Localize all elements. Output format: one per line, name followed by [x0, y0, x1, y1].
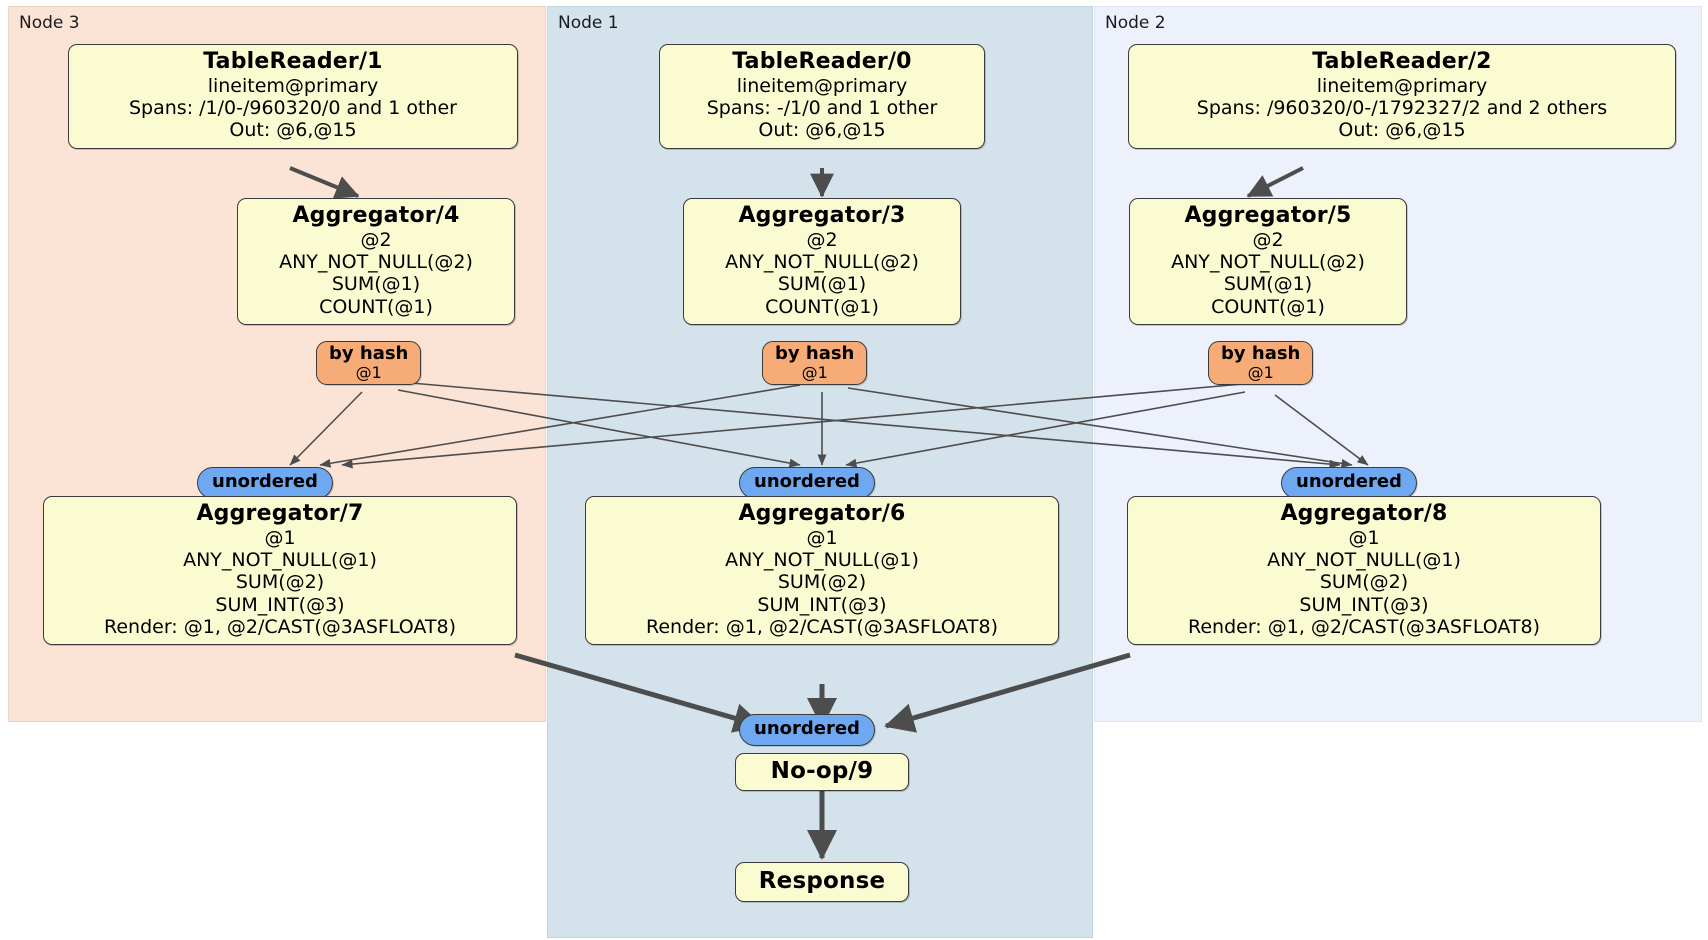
process-line: SUM(@2) [1319, 571, 1409, 594]
node-label-node2: Node 2 [1105, 13, 1166, 33]
process-line: lineitem@primary [736, 74, 908, 97]
router-column: @1 [1247, 362, 1274, 382]
process-line: SUM_INT(@3) [757, 593, 887, 616]
hash-router-center[interactable]: by hash @1 [762, 341, 868, 386]
process-box-tablereader-1[interactable]: TableReader/1 lineitem@primary Spans: /1… [68, 44, 518, 149]
process-title: No-op/9 [770, 758, 874, 785]
process-line: @1 [1348, 526, 1380, 549]
process-line: ANY_NOT_NULL(@2) [279, 251, 473, 274]
node-label-node1: Node 1 [558, 13, 619, 33]
process-line: ANY_NOT_NULL(@2) [1171, 251, 1365, 274]
process-line: Spans: /960320/0-/1792327/2 and 2 others [1196, 97, 1608, 120]
process-title: TableReader/1 [203, 49, 383, 74]
process-line: SUM_INT(@3) [1299, 593, 1429, 616]
process-title: Aggregator/8 [1280, 501, 1448, 526]
process-line: @1 [806, 526, 838, 549]
hash-router-right[interactable]: by hash @1 [1208, 341, 1314, 386]
process-line: SUM_INT(@3) [215, 593, 345, 616]
process-line: COUNT(@1) [319, 295, 433, 318]
process-line: SUM(@1) [777, 273, 867, 296]
process-line: SUM(@1) [331, 273, 421, 296]
process-line: Out: @6,@15 [1338, 119, 1466, 142]
process-title: Aggregator/5 [1184, 203, 1352, 228]
process-line: COUNT(@1) [1211, 295, 1325, 318]
process-title: TableReader/0 [732, 49, 912, 74]
process-line: ANY_NOT_NULL(@1) [183, 549, 377, 572]
process-box-response[interactable]: Response [735, 862, 909, 902]
router-column: @1 [355, 362, 382, 382]
process-line: Render: @1, @2/CAST(@3ASFLOAT8) [1188, 615, 1540, 638]
process-box-tablereader-2[interactable]: TableReader/2 lineitem@primary Spans: /9… [1128, 44, 1676, 149]
process-title: Aggregator/6 [738, 501, 906, 526]
process-line: SUM(@2) [235, 571, 325, 594]
synchronizer-unordered-right[interactable]: unordered [1281, 467, 1417, 499]
synchronizer-unordered-left[interactable]: unordered [197, 467, 333, 499]
process-box-aggregator-7[interactable]: Aggregator/7 @1 ANY_NOT_NULL(@1) SUM(@2)… [43, 496, 517, 646]
node-label-node3: Node 3 [19, 13, 80, 33]
router-label: by hash [775, 343, 855, 364]
process-line: Out: @6,@15 [758, 119, 886, 142]
process-line: SUM(@2) [777, 571, 867, 594]
process-line: ANY_NOT_NULL(@1) [1267, 549, 1461, 572]
process-box-aggregator-8[interactable]: Aggregator/8 @1 ANY_NOT_NULL(@1) SUM(@2)… [1127, 496, 1601, 646]
process-line: SUM(@1) [1223, 273, 1313, 296]
process-box-aggregator-5[interactable]: Aggregator/5 @2 ANY_NOT_NULL(@2) SUM(@1)… [1129, 198, 1407, 325]
process-line: lineitem@primary [1316, 74, 1488, 97]
process-box-aggregator-4[interactable]: Aggregator/4 @2 ANY_NOT_NULL(@2) SUM(@1)… [237, 198, 515, 325]
process-line: ANY_NOT_NULL(@1) [725, 549, 919, 572]
process-box-noop-9[interactable]: No-op/9 [735, 753, 909, 791]
synchronizer-unordered-final[interactable]: unordered [739, 714, 875, 746]
process-line: @1 [264, 526, 296, 549]
process-title: Aggregator/3 [738, 203, 906, 228]
router-label: by hash [329, 343, 409, 364]
process-line: Render: @1, @2/CAST(@3ASFLOAT8) [104, 615, 456, 638]
hash-router-left[interactable]: by hash @1 [316, 341, 422, 386]
process-line: @2 [806, 228, 838, 251]
process-line: Out: @6,@15 [229, 119, 357, 142]
router-label: by hash [1221, 343, 1301, 364]
synchronizer-unordered-center[interactable]: unordered [739, 467, 875, 499]
process-title: TableReader/2 [1312, 49, 1492, 74]
process-line: COUNT(@1) [765, 295, 879, 318]
process-line: Spans: -/1/0 and 1 other [706, 97, 938, 120]
process-box-tablereader-0[interactable]: TableReader/0 lineitem@primary Spans: -/… [659, 44, 985, 149]
process-line: lineitem@primary [207, 74, 379, 97]
process-line: @2 [360, 228, 392, 251]
router-column: @1 [801, 362, 828, 382]
process-line: @2 [1252, 228, 1284, 251]
process-box-aggregator-3[interactable]: Aggregator/3 @2 ANY_NOT_NULL(@2) SUM(@1)… [683, 198, 961, 325]
process-line: Spans: /1/0-/960320/0 and 1 other [129, 97, 457, 120]
process-title: Aggregator/7 [196, 501, 364, 526]
process-line: ANY_NOT_NULL(@2) [725, 251, 919, 274]
process-box-aggregator-6[interactable]: Aggregator/6 @1 ANY_NOT_NULL(@1) SUM(@2)… [585, 496, 1059, 646]
process-line: Render: @1, @2/CAST(@3ASFLOAT8) [646, 615, 998, 638]
process-title: Response [758, 868, 886, 895]
process-title: Aggregator/4 [292, 203, 460, 228]
